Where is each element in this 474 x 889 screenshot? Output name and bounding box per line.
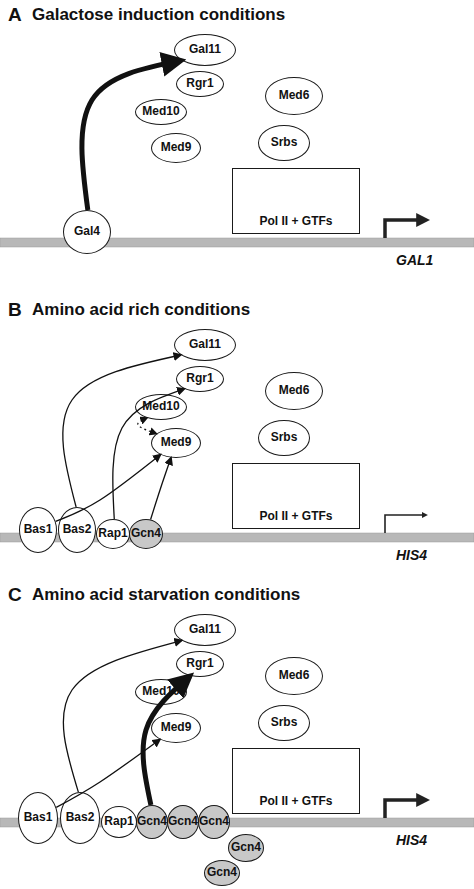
protein-name: Rgr1 [186, 77, 213, 90]
panel-title: Amino acid rich conditions [32, 300, 250, 320]
protein-oval: Rap1 [96, 519, 130, 549]
promoter-arrow [385, 220, 426, 238]
protein-name: Med10 [142, 400, 179, 413]
protein-name: Med10 [142, 105, 179, 118]
panel-letter: A [8, 4, 22, 26]
protein-name: Med9 [161, 721, 192, 734]
protein-name: Gcn4 [207, 866, 237, 879]
protein-name: Gal11 [189, 338, 221, 351]
protein-name: Srbs [271, 431, 298, 444]
protein-oval: Med9 [151, 428, 201, 458]
protein-name: Med9 [161, 436, 192, 449]
activation-arrow [63, 355, 181, 507]
panel-letter: B [8, 299, 22, 321]
protein-oval: Srbs [258, 420, 310, 456]
protein-oval: Gcn4 [204, 860, 240, 886]
protein-oval: Gcn4 [129, 519, 163, 549]
protein-oval: Srbs [258, 705, 310, 741]
activation-arrow [56, 455, 161, 522]
protein-name: Rgr1 [186, 372, 213, 385]
promoter-arrow [385, 515, 426, 533]
protein-oval: Rgr1 [176, 71, 224, 97]
protein-oval: Rgr1 [176, 651, 224, 677]
promoter-arrow [385, 800, 426, 818]
protein-name: Srbs [271, 716, 298, 729]
protein-oval: Med6 [265, 657, 323, 695]
protein-oval: Gal11 [174, 34, 236, 66]
protein-name: Gcn4 [168, 815, 198, 828]
panel-letter: C [8, 584, 22, 606]
protein-oval: Rap1 [101, 806, 137, 838]
activation-arrow [56, 739, 160, 807]
protein-name: Gal11 [189, 43, 221, 56]
protein-oval: Med10 [135, 99, 187, 125]
protein-name: Pol II + GTFs [259, 795, 332, 808]
polymerase-box: Pol II + GTFs [232, 463, 360, 529]
protein-name: Rap1 [98, 527, 127, 540]
protein-oval: Gal11 [174, 329, 236, 361]
protein-oval: Bas2 [60, 792, 100, 844]
panel-title: Amino acid starvation conditions [32, 585, 300, 605]
gene-name: GAL1 [396, 252, 433, 268]
protein-name: Med6 [279, 669, 310, 682]
protein-oval: Bas1 [19, 507, 57, 553]
protein-oval: Med6 [265, 372, 323, 410]
protein-oval: Srbs [258, 125, 310, 161]
activation-arrow [113, 389, 185, 519]
protein-oval: Gal11 [174, 614, 236, 646]
protein-name: Bas2 [66, 811, 95, 824]
protein-name: Gcn4 [131, 527, 161, 540]
protein-name: Gcn4 [137, 815, 167, 828]
protein-name: Rap1 [104, 815, 133, 828]
protein-oval: Bas2 [58, 507, 96, 553]
protein-name: Gcn4 [231, 841, 261, 854]
protein-oval: Med6 [265, 77, 323, 115]
protein-oval: Rgr1 [176, 366, 224, 392]
protein-name: Med6 [279, 89, 310, 102]
protein-oval: Med10 [135, 394, 187, 420]
activation-arrow [82, 60, 182, 210]
gene-name: HIS4 [396, 547, 427, 563]
protein-name: Bas1 [24, 523, 53, 536]
panel-title: Galactose induction conditions [32, 5, 285, 25]
protein-name: Bas2 [63, 523, 92, 536]
protein-oval: Med9 [151, 133, 201, 163]
protein-name: Pol II + GTFs [259, 510, 332, 523]
polymerase-box: Pol II + GTFs [232, 168, 360, 234]
protein-name: Rgr1 [186, 657, 213, 670]
protein-oval: Gal4 [63, 210, 111, 254]
protein-name: Bas1 [24, 811, 53, 824]
protein-oval: Gcn4 [228, 834, 264, 862]
protein-oval: Bas1 [18, 792, 58, 844]
activation-arrow [63, 641, 181, 793]
activation-arrow [151, 458, 171, 520]
protein-oval: Gcn4 [136, 805, 168, 839]
protein-oval: Med10 [135, 679, 187, 705]
protein-name: Gal11 [189, 623, 221, 636]
protein-name: Gal4 [74, 225, 100, 238]
protein-oval: Gcn4 [167, 805, 199, 839]
protein-oval: Med9 [151, 713, 201, 743]
protein-name: Gcn4 [199, 815, 229, 828]
protein-name: Srbs [271, 136, 298, 149]
protein-name: Med10 [142, 685, 179, 698]
activation-arrow [138, 418, 157, 434]
protein-name: Med6 [279, 384, 310, 397]
protein-name: Med9 [161, 141, 192, 154]
polymerase-box: Pol II + GTFs [232, 748, 360, 814]
gene-name: HIS4 [396, 832, 427, 848]
protein-name: Pol II + GTFs [259, 215, 332, 228]
protein-oval: Gcn4 [198, 805, 230, 839]
activation-arrow [143, 676, 190, 805]
